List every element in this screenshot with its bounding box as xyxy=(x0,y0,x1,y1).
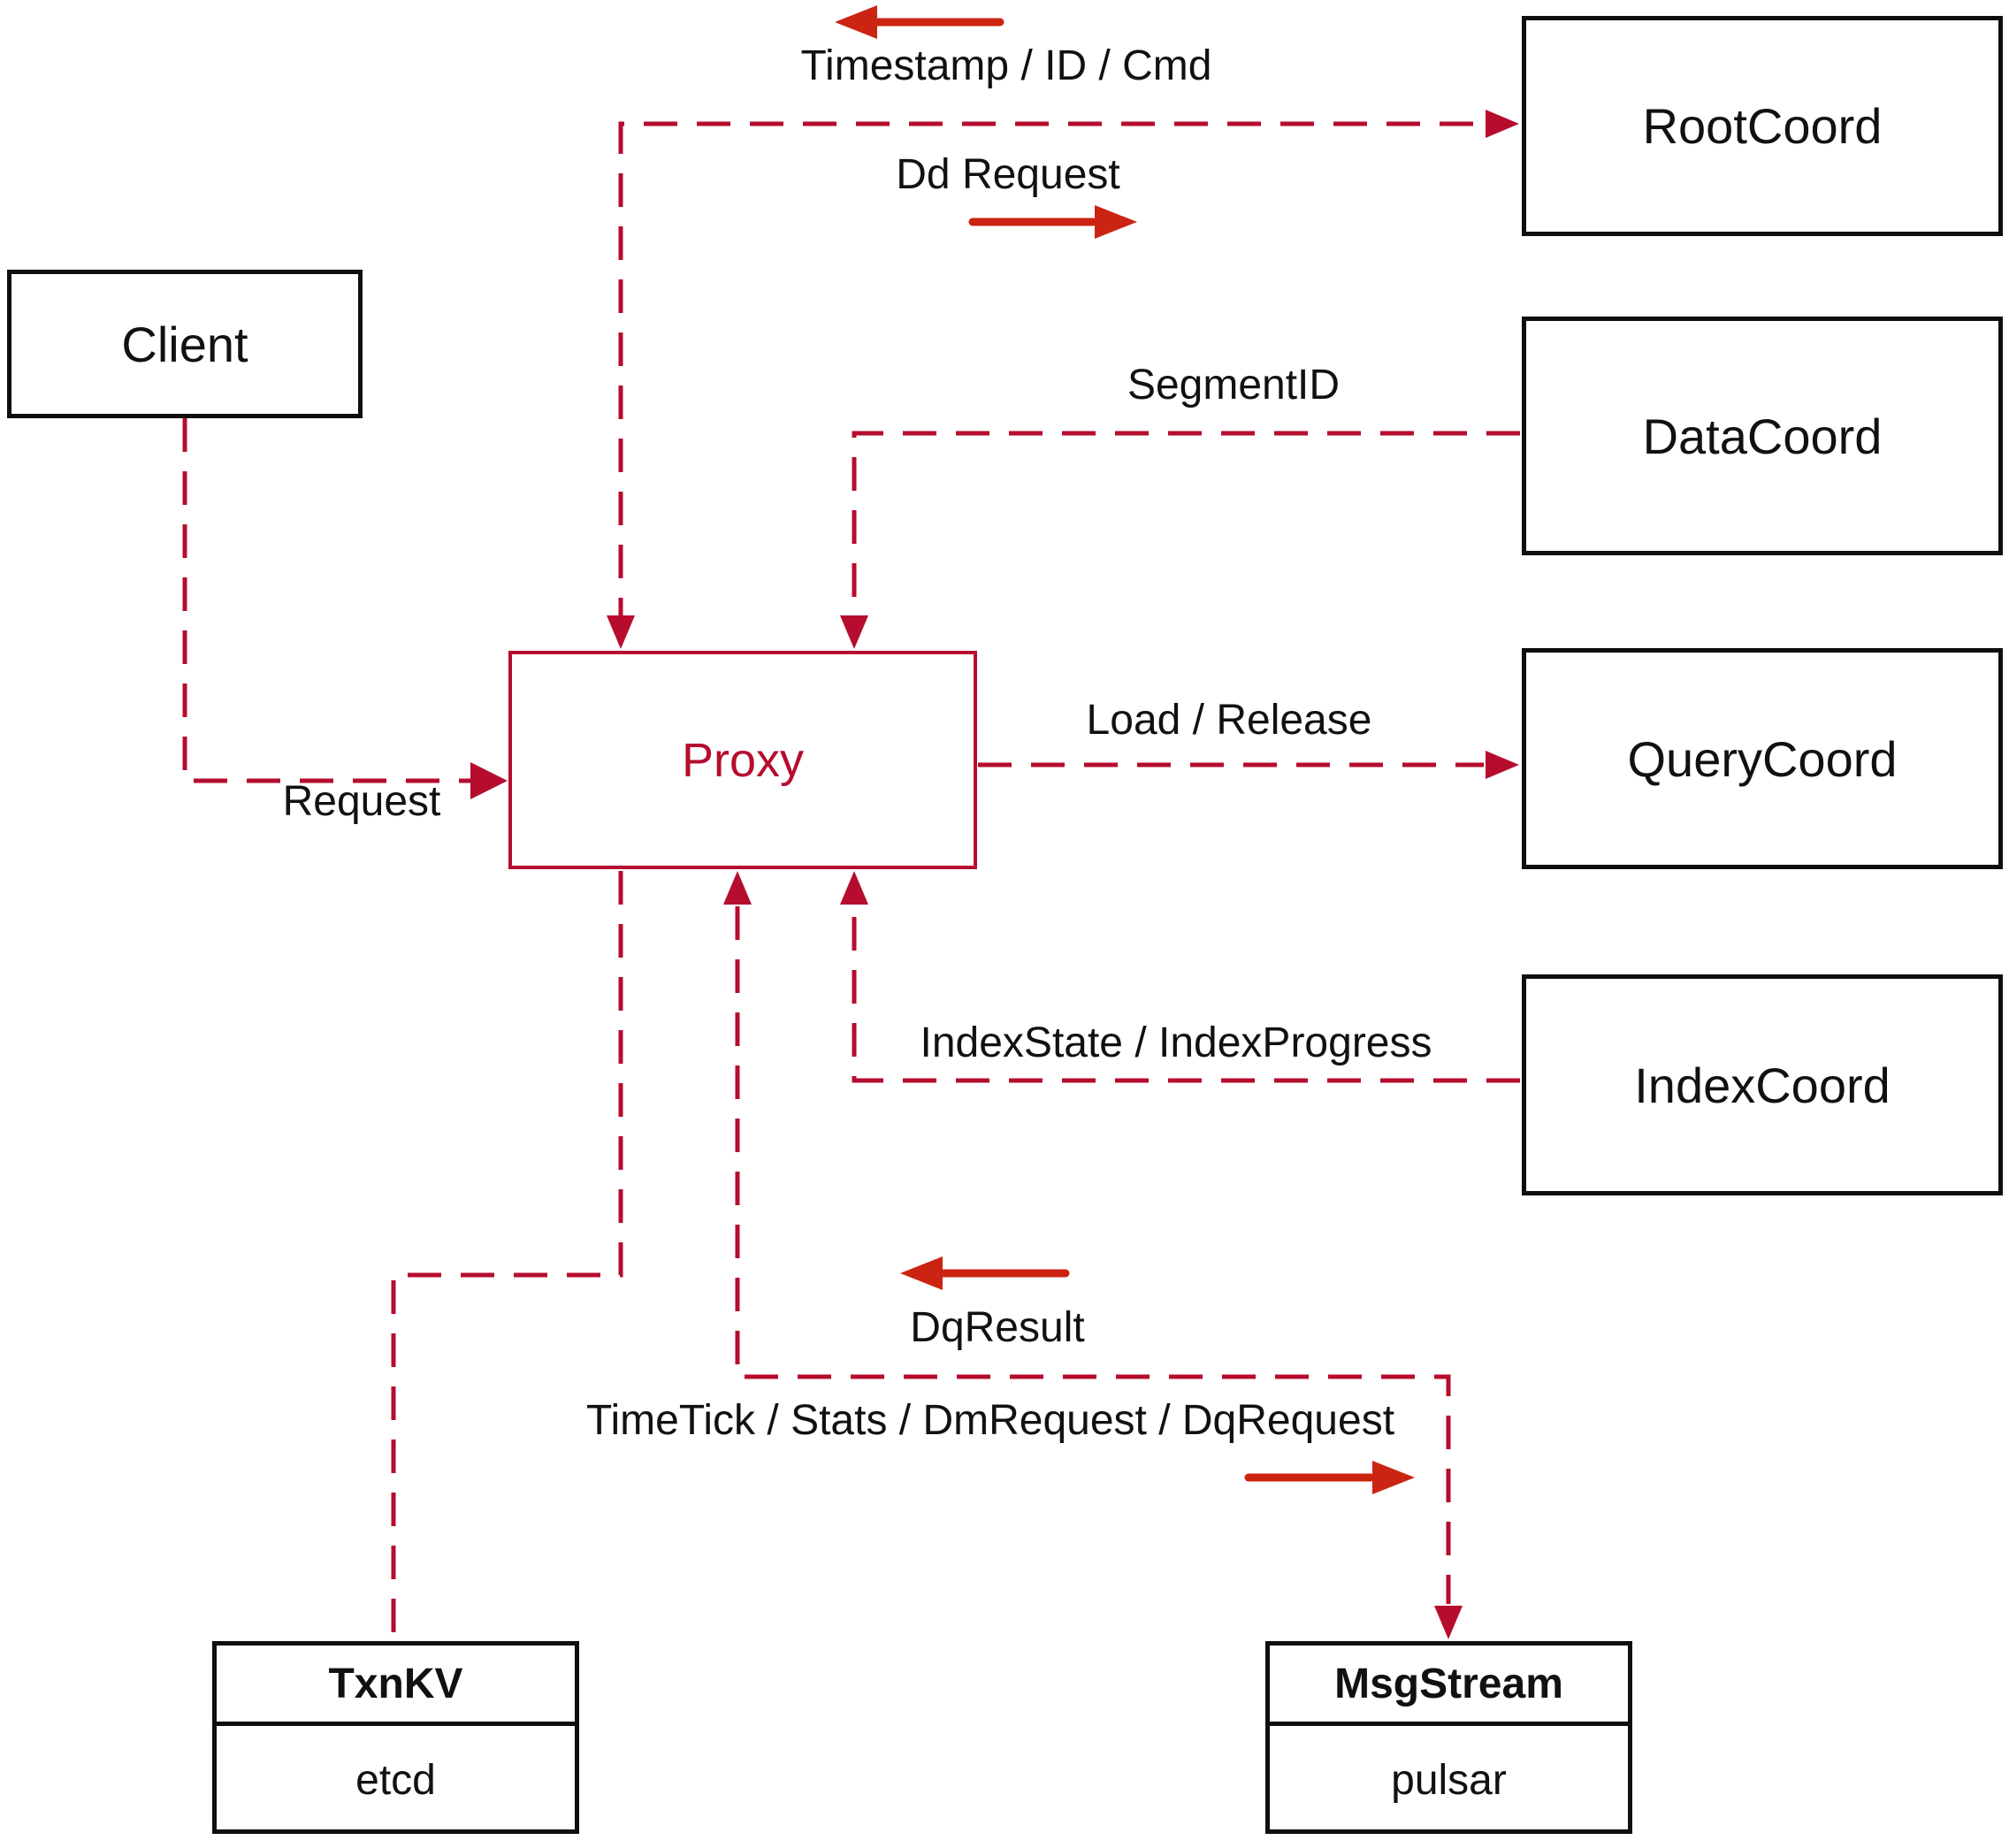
edge-proxy-to-querycoord xyxy=(978,751,1519,779)
node-client: Client xyxy=(7,270,363,418)
arrowhead-into-rootcoord xyxy=(1486,110,1519,138)
arrowhead-into-proxy-left xyxy=(470,762,508,799)
node-rootcoord: RootCoord xyxy=(1522,16,2003,236)
edge-proxy-msgstream xyxy=(723,871,1463,1639)
arrowhead-into-proxy-bottom-right xyxy=(840,871,868,905)
txnkv-title: TxnKV xyxy=(217,1646,575,1726)
label-segment-id: SegmentID xyxy=(1127,362,1341,409)
datacoord-label: DataCoord xyxy=(1642,408,1883,464)
direction-arrow-right-dd-request xyxy=(968,205,1137,239)
edge-proxy-rootcoord xyxy=(607,110,1519,649)
node-txnkv: TxnKV etcd xyxy=(212,1641,579,1834)
arrowhead-into-proxy-top-right xyxy=(840,615,868,649)
edge-client-to-proxy xyxy=(182,418,508,799)
edge-proxy-to-txnkv xyxy=(391,871,623,1638)
txnkv-impl: etcd xyxy=(355,1756,436,1804)
label-request: Request xyxy=(282,778,441,825)
label-timestamp-id-cmd: Timestamp / ID / Cmd xyxy=(800,42,1212,89)
arrowhead-into-proxy-bottom-left xyxy=(723,871,752,905)
msgstream-title: MsgStream xyxy=(1270,1646,1628,1726)
node-indexcoord: IndexCoord xyxy=(1522,974,2003,1195)
edge-indexcoord-to-proxy xyxy=(840,871,1520,1083)
arrowhead-into-querycoord xyxy=(1486,751,1519,779)
indexcoord-label: IndexCoord xyxy=(1634,1057,1891,1113)
arrowhead-into-proxy-top-left xyxy=(607,615,635,649)
direction-arrow-left-timestamp xyxy=(835,5,1004,39)
label-index-state-progress: IndexState / IndexProgress xyxy=(920,1019,1432,1066)
label-timetick-stats: TimeTick / Stats / DmRequest / DqRequest xyxy=(585,1397,1395,1444)
proxy-label: Proxy xyxy=(681,733,805,787)
node-datacoord: DataCoord xyxy=(1522,317,2003,555)
label-dq-result: DqResult xyxy=(910,1304,1085,1351)
direction-arrow-right-timetick xyxy=(1244,1461,1415,1494)
node-querycoord: QueryCoord xyxy=(1522,648,2003,869)
arrowhead-into-msgstream xyxy=(1434,1606,1463,1639)
node-msgstream: MsgStream pulsar xyxy=(1265,1641,1632,1834)
label-dd-request: Dd Request xyxy=(896,151,1120,198)
direction-arrow-left-dqresult xyxy=(900,1256,1070,1290)
msgstream-impl: pulsar xyxy=(1391,1756,1507,1804)
rootcoord-label: RootCoord xyxy=(1642,98,1883,154)
client-label: Client xyxy=(121,316,248,372)
label-load-release: Load / Release xyxy=(1086,697,1372,744)
edge-datacoord-to-proxy xyxy=(840,431,1520,649)
node-proxy: Proxy xyxy=(508,651,977,869)
querycoord-label: QueryCoord xyxy=(1627,730,1898,787)
